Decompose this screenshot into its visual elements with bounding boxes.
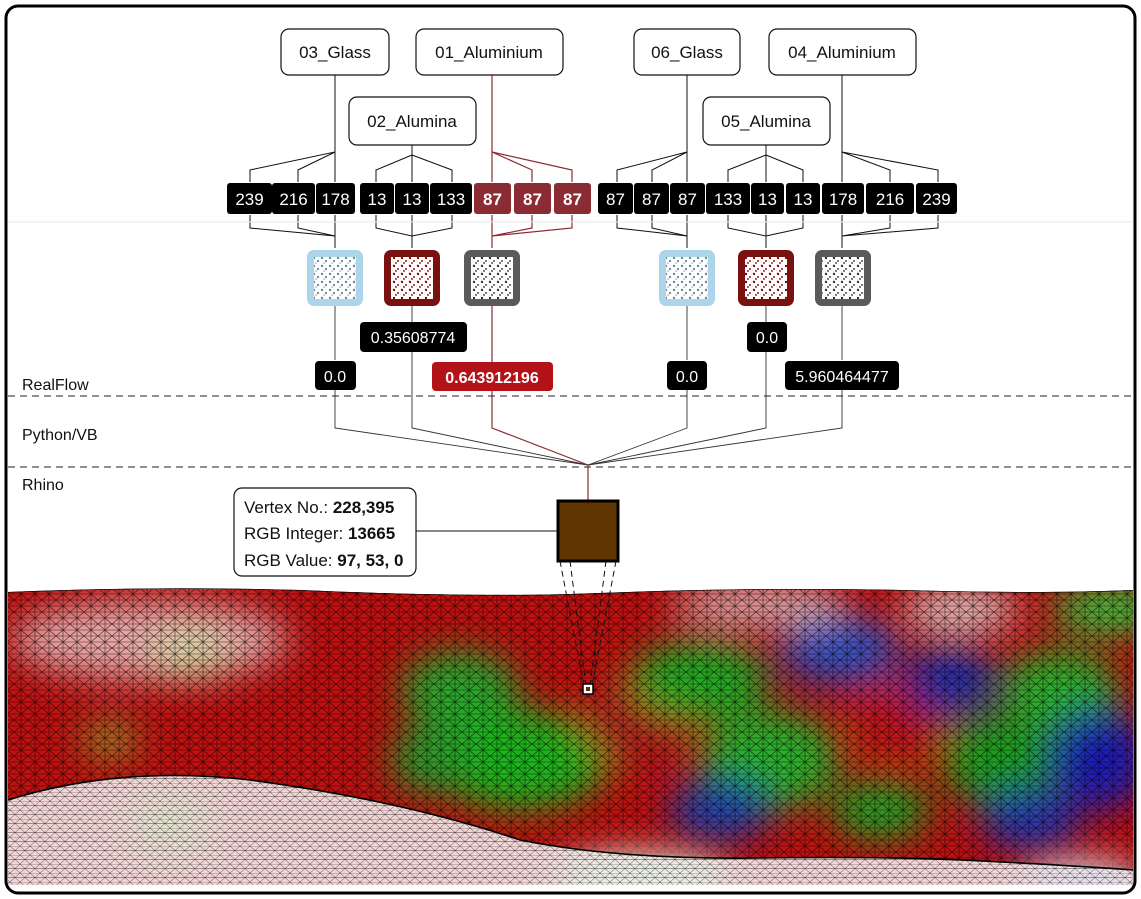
weight-box-1: 0.0 [315,361,356,390]
vertex-info-box: Vertex No.: 228,395 RGB Integer: 13665 R… [233,487,417,577]
layer-label-realflow: RealFlow [22,377,89,394]
material-label: 04_Aluminium [788,43,896,62]
swatch-glass-right [659,250,715,306]
material-label: 03_Glass [299,43,371,62]
rgb-value-text: 87 [642,190,661,209]
rgb-value-text: 216 [876,190,904,209]
rgb-value-text: 216 [279,190,307,209]
weight-value: 0.35608774 [371,330,456,347]
material-box-06-glass: 06_Glass [633,28,741,76]
material-box-01-aluminium: 01_Aluminium [415,28,564,76]
vertex-number-line: Vertex No.: 228,395 [244,498,394,517]
layer-label-rhino: Rhino [22,477,64,494]
rgb-value-box: 13 [395,183,429,214]
rgb-integer-line: RGB Integer: 13665 [244,524,395,543]
rgb-value-text: 178 [829,190,857,209]
rgb-value-text: 13 [794,190,813,209]
rgb-value-box: 13 [751,183,784,214]
rgb-value-line: RGB Value: 97, 53, 0 [244,551,403,570]
rgb-value-text: 133 [437,190,465,209]
swatch-alumina-right [738,250,794,306]
result-color-swatch [556,499,620,563]
rgb-value-box: 87 [514,183,551,214]
rgb-value-box: 133 [706,183,750,214]
weight-value: 5.960464477 [795,369,889,386]
mesh-surface [8,588,1133,885]
swatch-alumina-left [384,250,440,306]
rgb-value-text: 178 [321,190,349,209]
swatch-aluminium-left [464,250,520,306]
rgb-value-box: 216 [866,183,914,214]
highlight-connectors [491,75,573,248]
rgb-value-text: 13 [403,190,422,209]
weight-box-6: 5.960464477 [785,361,899,390]
weight-box-3-highlight: 0.643912196 [432,362,553,391]
rgb-value-text: 239 [922,190,950,209]
material-box-04-aluminium: 04_Aluminium [768,28,917,76]
rgb-value-box: 87 [598,183,633,214]
weight-connectors [334,306,843,466]
rgb-value-box: 87 [634,183,669,214]
rgb-value-text: 239 [235,190,263,209]
projection-lines [559,560,617,687]
rgb-value-box: 178 [822,183,864,214]
material-box-02-alumina: 02_Alumina [348,96,477,146]
weight-value: 0.0 [756,330,778,347]
material-label: 06_Glass [651,43,723,62]
rgb-value-text: 13 [368,190,387,209]
weight-box-2: 0.35608774 [360,322,467,352]
weight-value: 0.0 [324,369,346,386]
rgb-value-row: 239 216 178 13 13 133 87 87 87 87 87 87 133 13 13 178 21… [227,183,957,214]
weight-value: 0.0 [676,369,698,386]
rgb-value-text: 87 [523,190,542,209]
weight-value: 0.643912196 [445,370,539,387]
rgb-value-box: 133 [430,183,472,214]
swatch-glass-left [307,250,363,306]
rgb-value-box: 87 [474,183,511,214]
rgb-value-box: 13 [360,183,394,214]
vertex-marker-fill [586,687,590,691]
layer-label-python: Python/VB [22,427,98,444]
rgb-value-text: 87 [606,190,625,209]
highlight-weight-connector [491,306,589,502]
material-box-05-alumina: 05_Alumina [702,96,831,146]
rgb-value-text: 13 [758,190,777,209]
rgb-value-box: 87 [670,183,705,214]
rgb-value-text: 133 [714,190,742,209]
swatch-aluminium-right [815,250,871,306]
rgb-value-text: 87 [483,190,502,209]
material-label: 05_Alumina [721,112,811,131]
weight-box-4: 0.0 [667,361,707,390]
rgb-value-box: 13 [786,183,820,214]
rgb-value-box: 216 [272,183,315,214]
rgb-value-box: 87 [554,183,591,214]
material-box-03-glass: 03_Glass [280,28,390,76]
rgb-value-text: 87 [678,190,697,209]
weight-box-5: 0.0 [747,322,787,352]
material-label: 01_Aluminium [435,43,543,62]
rgb-value-text: 87 [563,190,582,209]
rgb-value-box: 239 [916,183,957,214]
rgb-value-box: 239 [227,183,272,214]
material-label: 02_Alumina [367,112,457,131]
rgb-value-box: 178 [316,183,355,214]
